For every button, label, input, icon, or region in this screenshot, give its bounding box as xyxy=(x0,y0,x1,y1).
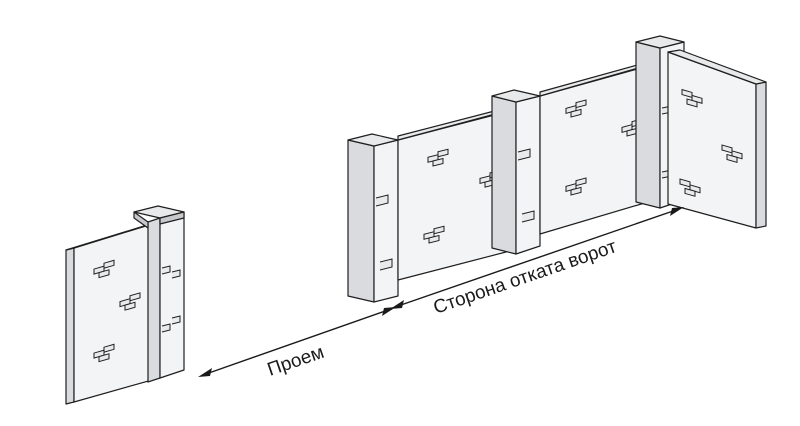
opening-label: Проем xyxy=(265,342,327,381)
brick-motif xyxy=(427,148,449,167)
brick-motif xyxy=(681,88,703,108)
side-fence-panel xyxy=(667,49,767,229)
middle-pillar xyxy=(491,89,541,255)
brick-motif xyxy=(119,292,141,311)
opening-dimension-arrow xyxy=(198,307,396,377)
brick-motif xyxy=(93,343,115,363)
left-fence-panel xyxy=(65,223,153,405)
brick-motif xyxy=(565,177,587,196)
brick-motif xyxy=(93,259,115,279)
gate-panel-2 xyxy=(539,61,653,235)
rollback-dimension-arrow xyxy=(390,207,684,309)
brick-motif xyxy=(423,225,445,244)
left-pillar xyxy=(133,205,185,383)
brick-motif xyxy=(679,178,701,197)
gate-panel-1 xyxy=(397,107,511,281)
brick-motif xyxy=(565,99,587,118)
front-pillar xyxy=(347,133,399,303)
brick-motif xyxy=(721,144,743,163)
